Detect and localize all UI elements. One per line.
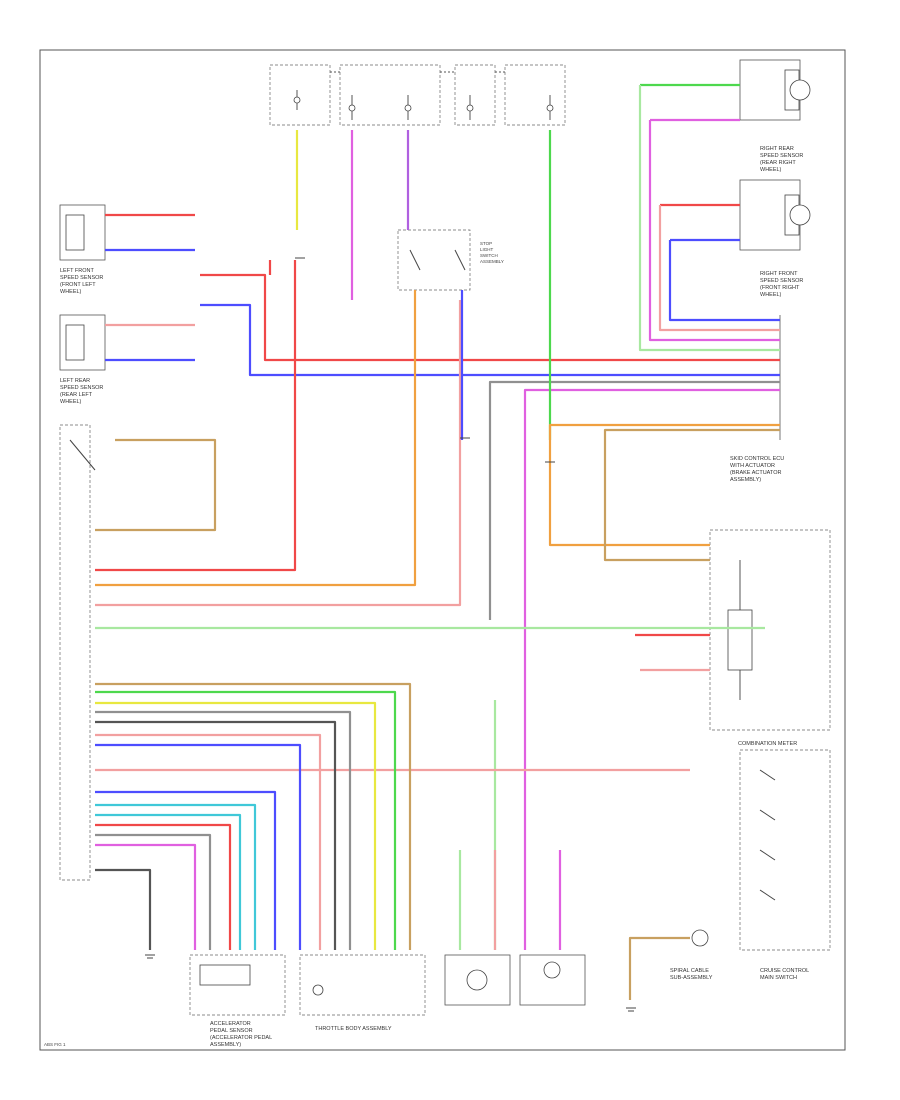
svg-text:ASSEMBLY: ASSEMBLY <box>480 259 504 264</box>
wires <box>95 83 780 1000</box>
wire-tan <box>95 682 412 950</box>
wire-tan <box>95 438 217 532</box>
svg-text:SPEED SENSOR: SPEED SENSOR <box>60 385 103 391</box>
fuse-4 <box>466 95 474 120</box>
wire-cyan <box>95 803 257 950</box>
fuse-5 <box>546 95 554 120</box>
wire-blue <box>95 790 277 950</box>
page-ref-label: ABS FIG 1 <box>44 1042 66 1047</box>
svg-text:LEFT REAR: LEFT REAR <box>60 378 90 384</box>
wire-light_green <box>638 85 780 352</box>
svg-text:SWITCH: SWITCH <box>480 253 498 258</box>
svg-text:RIGHT REAR: RIGHT REAR <box>760 146 794 152</box>
wire-gray <box>95 833 212 950</box>
ground-symbols <box>145 257 636 1012</box>
svg-text:CRUISE CONTROL: CRUISE CONTROL <box>760 968 809 974</box>
wire-magenta <box>95 843 197 950</box>
wire-orange <box>95 290 417 587</box>
stop-light-switch: STOP LIGHT SWITCH ASSEMBLY <box>397 229 504 291</box>
svg-text:WHEEL): WHEEL) <box>760 292 782 298</box>
svg-text:STOP: STOP <box>480 241 492 246</box>
wire-green <box>95 690 397 950</box>
wire-gray <box>488 380 780 620</box>
svg-text:RIGHT FRONT: RIGHT FRONT <box>760 271 798 277</box>
svg-text:MAIN SWITCH: MAIN SWITCH <box>760 975 797 981</box>
svg-text:WHEEL): WHEEL) <box>60 289 82 295</box>
wire-magenta <box>523 388 780 950</box>
svg-text:SPEED SENSOR: SPEED SENSOR <box>60 275 103 281</box>
svg-text:LIGHT: LIGHT <box>480 247 494 252</box>
wire-tan <box>628 936 690 1000</box>
svg-text:SPIRAL CABLE: SPIRAL CABLE <box>670 968 709 974</box>
svg-text:(BRAKE ACTUATOR: (BRAKE ACTUATOR <box>730 470 781 476</box>
fuse-1 <box>293 90 301 110</box>
svg-text:(FRONT LEFT: (FRONT LEFT <box>60 282 96 288</box>
wire-blue <box>95 743 302 950</box>
svg-text:(REAR LEFT: (REAR LEFT <box>60 392 93 398</box>
wire-pink <box>95 733 322 950</box>
wire-dark <box>95 868 152 950</box>
engine-control-module-block <box>59 424 96 881</box>
wire-pink <box>658 205 780 332</box>
wire-pink <box>95 300 462 607</box>
lower-sensor-left <box>444 954 511 1006</box>
svg-text:ASSEMBLY): ASSEMBLY) <box>210 1042 241 1048</box>
wire-blue <box>668 240 780 322</box>
svg-text:(FRONT RIGHT: (FRONT RIGHT <box>760 285 800 291</box>
accelerator-pedal-sensor: ACCELERATOR PEDAL SENSOR (ACCELERATOR PE… <box>189 954 286 1048</box>
spiral-cable: SPIRAL CABLE SUB-ASSEMBLY <box>670 929 713 981</box>
wire-yellow <box>95 701 377 950</box>
svg-text:ACCELERATOR: ACCELERATOR <box>210 1021 251 1027</box>
svg-text:WHEEL): WHEEL) <box>760 167 782 173</box>
lower-sensor-right <box>519 954 586 1006</box>
skid-control-ecu: SKID CONTROL ECU WITH ACTUATOR (BRAKE AC… <box>730 315 784 483</box>
svg-text:SPEED SENSOR: SPEED SENSOR <box>760 153 803 159</box>
right-front-speed-sensor: RIGHT FRONT SPEED SENSOR (FRONT RIGHT WH… <box>739 179 811 298</box>
svg-text:WHEEL): WHEEL) <box>60 399 82 405</box>
svg-text:SKID CONTROL ECU: SKID CONTROL ECU <box>730 456 784 462</box>
right-rear-speed-sensor: RIGHT REAR SPEED SENSOR (REAR RIGHT WHEE… <box>739 59 811 173</box>
svg-text:(ACCELERATOR PEDAL: (ACCELERATOR PEDAL <box>210 1035 272 1041</box>
svg-text:LEFT FRONT: LEFT FRONT <box>60 268 94 274</box>
fuse-3 <box>404 95 412 120</box>
svg-text:SUB-ASSEMBLY: SUB-ASSEMBLY <box>670 975 713 981</box>
svg-text:COMBINATION METER: COMBINATION METER <box>738 741 797 747</box>
svg-text:PEDAL SENSOR: PEDAL SENSOR <box>210 1028 253 1034</box>
wire-blue <box>200 303 780 377</box>
wire-red <box>95 260 297 572</box>
wire-dark <box>95 720 337 950</box>
wire-red <box>200 273 780 362</box>
cruise-control-main-switch: CRUISE CONTROL MAIN SWITCH <box>739 749 831 981</box>
wire-cyan <box>95 813 242 950</box>
wire-gray <box>95 710 352 950</box>
left-front-speed-sensor: LEFT FRONT SPEED SENSOR (FRONT LEFT WHEE… <box>59 204 106 295</box>
fuse-blocks-top <box>269 64 566 126</box>
svg-text:SPEED SENSOR: SPEED SENSOR <box>760 278 803 284</box>
wire-tan <box>603 428 780 562</box>
svg-text:ASSEMBLY): ASSEMBLY) <box>730 477 761 483</box>
svg-text:WITH ACTUATOR: WITH ACTUATOR <box>730 463 775 469</box>
svg-text:THROTTLE BODY ASSEMBLY: THROTTLE BODY ASSEMBLY <box>315 1026 392 1032</box>
throttle-body-assembly: THROTTLE BODY ASSEMBLY <box>299 954 426 1032</box>
wire-magenta <box>648 120 780 342</box>
fuse-2 <box>348 95 356 120</box>
wire-orange <box>548 423 780 547</box>
wire-red <box>95 823 232 950</box>
diagram-frame <box>39 49 846 1051</box>
svg-text:(REAR RIGHT: (REAR RIGHT <box>760 160 796 166</box>
combination-meter: COMBINATION METER <box>709 529 831 747</box>
left-rear-speed-sensor: LEFT REAR SPEED SENSOR (REAR LEFT WHEEL) <box>59 314 106 405</box>
